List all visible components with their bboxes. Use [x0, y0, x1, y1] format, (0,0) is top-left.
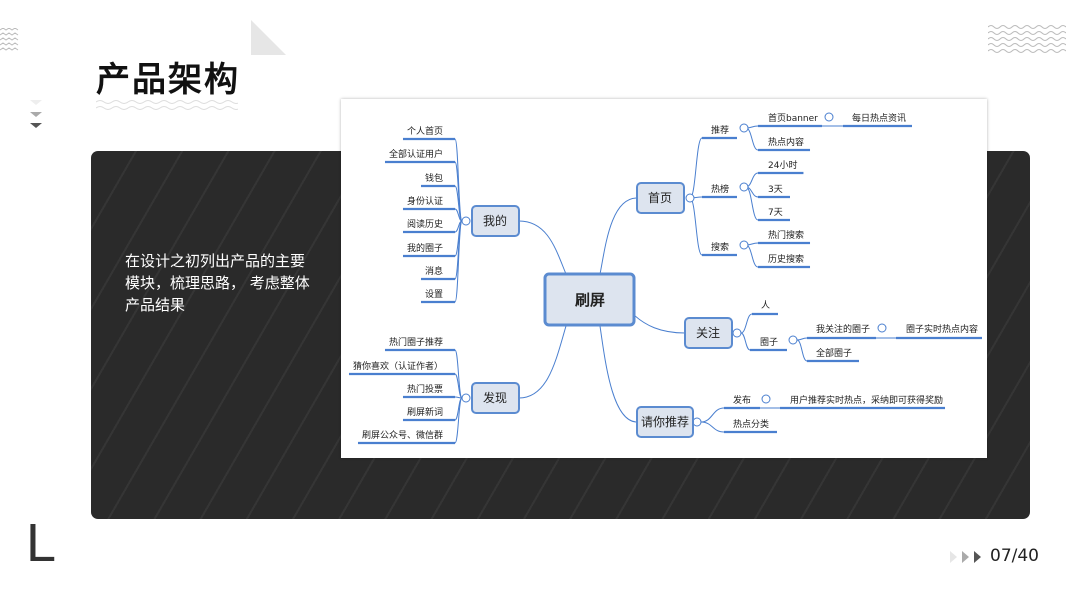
chevron-down-icons — [30, 100, 42, 128]
svg-text:发现: 发现 — [483, 390, 507, 405]
leaf-hot-search: 热门搜索 — [768, 229, 804, 241]
leaf-history: 阅读历史 — [407, 218, 443, 230]
leaf-circle-hot-content: 圈子实时热点内容 — [906, 323, 978, 335]
leaf-daily-hot-news: 每日热点资讯 — [852, 112, 906, 124]
mindmap: 个人首页 全部认证用户 钱包 身份认证 阅读历史 我的圈子 消息 设置 热门圈子… — [348, 112, 982, 445]
leaf-7days: 7天 — [768, 208, 783, 218]
leaf-official-accounts: 刷屏公众号、微信群 — [362, 429, 443, 441]
leaf-24h: 24小时 — [768, 159, 797, 171]
connector — [454, 220, 463, 303]
leaf-wallet: 钱包 — [425, 172, 443, 184]
leaf-home-banner: 首页banner — [768, 112, 818, 124]
connector — [700, 421, 725, 433]
connector — [454, 138, 463, 222]
leaf-people: 人 — [761, 300, 770, 311]
connector — [599, 325, 638, 423]
node-please-recommend: 请你推荐 — [636, 406, 694, 438]
title-wave-underline — [96, 100, 238, 110]
connector — [518, 220, 567, 275]
leaf-hot-category: 热点分类 — [733, 418, 769, 430]
triangle-decoration — [251, 20, 286, 55]
leaf-my-circles: 我的圈子 — [407, 242, 443, 254]
node-circles: 圈子 — [760, 337, 778, 348]
page-number: 07/40 — [990, 546, 1039, 566]
connector — [689, 137, 703, 199]
node-discover: 发现 — [471, 382, 520, 414]
leaf-search-history: 历史搜索 — [768, 253, 804, 265]
node-follow: 关注 — [684, 317, 733, 349]
node-search: 搜索 — [711, 241, 729, 253]
leaf-new-words: 刷屏新词 — [407, 406, 443, 418]
connector — [454, 208, 463, 222]
connector — [454, 397, 463, 444]
connector — [599, 197, 638, 275]
connector — [454, 349, 463, 399]
connector — [745, 127, 759, 151]
connector — [700, 407, 725, 423]
leaf-messages: 消息 — [425, 265, 443, 277]
leaf-my-followed-circles: 我关注的圈子 — [816, 323, 870, 335]
mindmap-image: 个人首页 全部认证用户 钱包 身份认证 阅读历史 我的圈子 消息 设置 热门圈子… — [341, 99, 987, 458]
collapse-icons[interactable] — [461, 112, 887, 427]
wave-decoration — [0, 28, 19, 51]
leaf-personal-home: 个人首页 — [407, 125, 443, 137]
connector — [454, 185, 463, 222]
svg-text:首页: 首页 — [648, 191, 672, 205]
l-decoration: L — [26, 513, 57, 573]
connector — [740, 332, 751, 351]
leaf-hot-content: 热点内容 — [768, 136, 804, 148]
connector — [689, 197, 703, 256]
wave-decoration-right — [988, 25, 1066, 53]
svg-text:关注: 关注 — [696, 325, 720, 340]
leaf-all-circles: 全部圈子 — [816, 347, 852, 359]
description-text: 在设计之初列出产品的主要模块，梳理思路， 考虑整体产品结果 — [125, 252, 310, 314]
leaf-hot-votes: 热门投票 — [407, 383, 443, 395]
arrow-right-icons — [950, 551, 981, 563]
connector — [740, 313, 753, 334]
connector — [518, 325, 567, 399]
node-hot-list: 热榜 — [711, 183, 729, 195]
svg-text:我的: 我的 — [483, 213, 507, 228]
leaf-settings: 设置 — [425, 289, 443, 300]
leaf-3days: 3天 — [768, 185, 783, 195]
svg-text:刷屏: 刷屏 — [575, 291, 605, 309]
leaf-guess-you-like: 猜你喜欢（认证作者） — [353, 360, 443, 372]
node-recommend: 推荐 — [711, 124, 729, 136]
node-publish: 发布 — [733, 394, 751, 406]
leaf-hot-circles: 热门圈子推荐 — [389, 336, 443, 348]
connector — [796, 339, 808, 362]
leaf-publish-desc: 用户推荐实时热点，采纳即可获得奖励 — [790, 394, 943, 406]
node-home: 首页 — [636, 182, 685, 214]
svg-text:请你推荐: 请你推荐 — [641, 415, 689, 429]
node-mine: 我的 — [471, 205, 520, 237]
leaf-certified-users: 全部认证用户 — [389, 148, 443, 160]
leaf-identity: 身份认证 — [407, 195, 443, 207]
page-title: 产品架构 — [96, 60, 240, 100]
connector — [796, 337, 808, 341]
connector — [633, 314, 686, 334]
connector — [454, 373, 463, 399]
root-node: 刷屏 — [543, 272, 636, 327]
connector — [745, 244, 759, 268]
